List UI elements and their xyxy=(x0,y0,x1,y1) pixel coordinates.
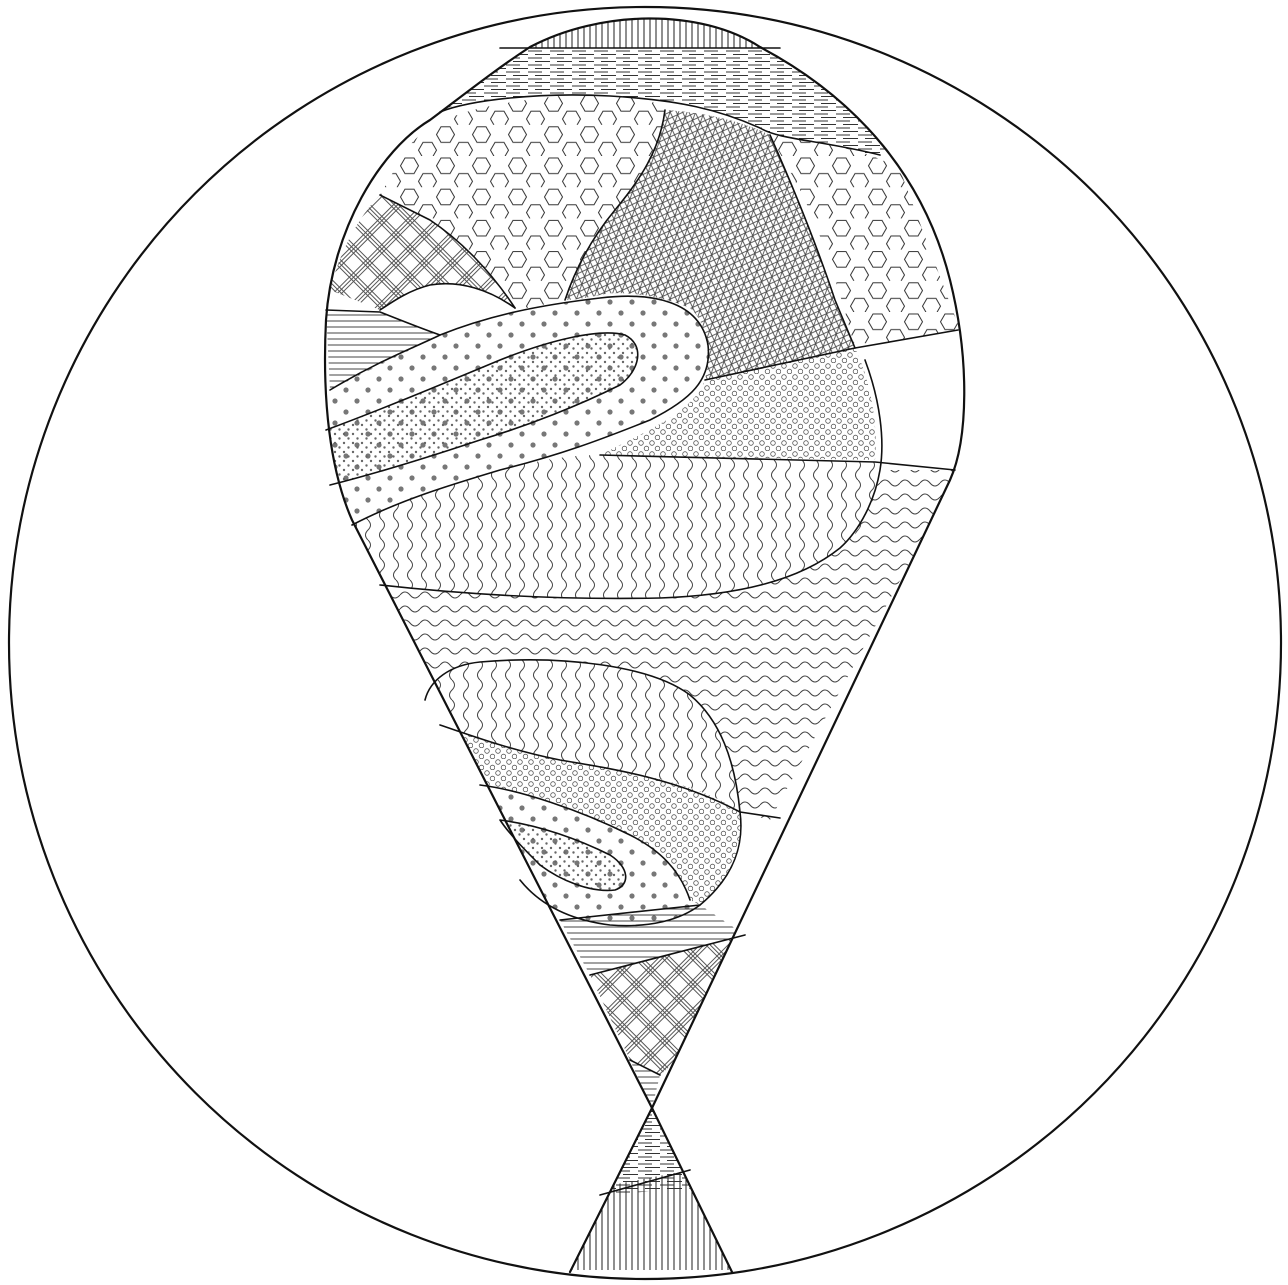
unit-vertical-hatch-top xyxy=(560,1170,740,1280)
lower-cone xyxy=(560,1100,740,1280)
fold-body xyxy=(320,0,980,1120)
